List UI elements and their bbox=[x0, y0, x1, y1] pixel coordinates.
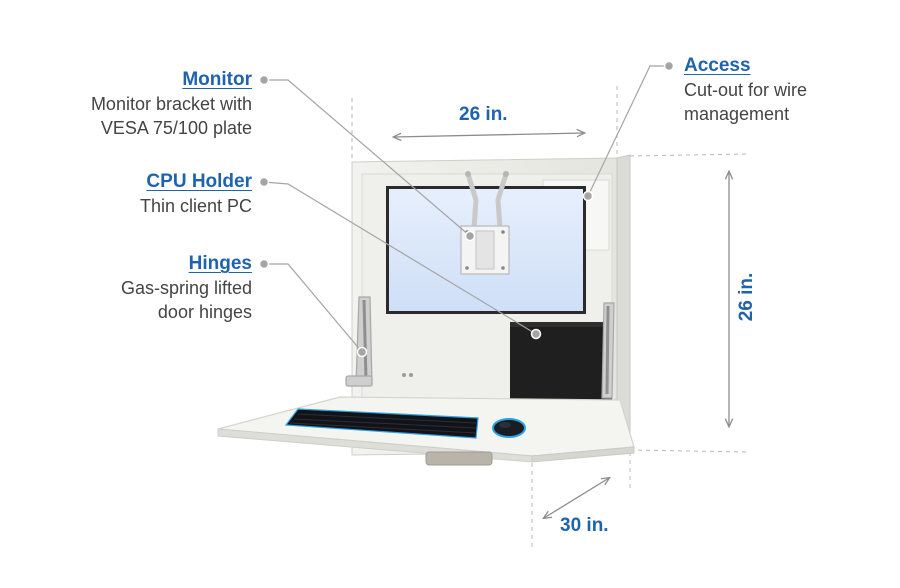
monitor bbox=[386, 171, 586, 314]
monitor-title: Monitor bbox=[182, 69, 252, 90]
cpu-holder-title: CPU Holder bbox=[146, 171, 252, 192]
leader-lines bbox=[263, 65, 669, 353]
access-title: Access bbox=[684, 55, 751, 76]
cpu-holder-callout: CPU Holder Thin client PC bbox=[140, 170, 252, 218]
cpu-holder bbox=[510, 320, 612, 410]
dimension-arrows bbox=[394, 133, 729, 518]
monitor-desc-line-2: VESA 75/100 plate bbox=[100, 118, 252, 138]
hinges-callout: Hinges Gas-spring lifted door hinges bbox=[121, 252, 252, 324]
monitor-callout: Monitor Monitor bracket with VESA 75/100… bbox=[91, 68, 252, 140]
access-leader bbox=[587, 65, 669, 197]
hinges bbox=[345, 296, 615, 399]
depth-dimension-label: 30 in. bbox=[560, 515, 609, 536]
access-desc-line-2: management bbox=[684, 104, 790, 124]
width-dimension-label: 26 in. bbox=[459, 104, 508, 125]
hinges-title: Hinges bbox=[188, 253, 252, 274]
cpu-holder-leader bbox=[263, 181, 537, 335]
leader-dots bbox=[258, 60, 675, 358]
height-dimension-label: 26 in. bbox=[736, 272, 757, 322]
hinges-desc-line-2: door hinges bbox=[157, 302, 252, 322]
hinges-leader bbox=[264, 263, 363, 353]
access-desc-line-1: Cut-out for wire bbox=[684, 80, 808, 100]
mouse bbox=[492, 418, 526, 438]
monitor-desc-line-1: Monitor bracket with bbox=[90, 94, 252, 114]
hinges-desc-line-1: Gas-spring lifted bbox=[120, 278, 252, 298]
depth-arrow bbox=[544, 478, 609, 518]
monitor-leader bbox=[264, 79, 471, 237]
cpu-holder-desc-line-1: Thin client PC bbox=[139, 196, 252, 216]
keyboard bbox=[284, 408, 479, 439]
extension-lines bbox=[351, 86, 749, 548]
access-callout: Access Cut-out for wire management bbox=[684, 54, 807, 126]
width-arrow bbox=[394, 133, 584, 137]
